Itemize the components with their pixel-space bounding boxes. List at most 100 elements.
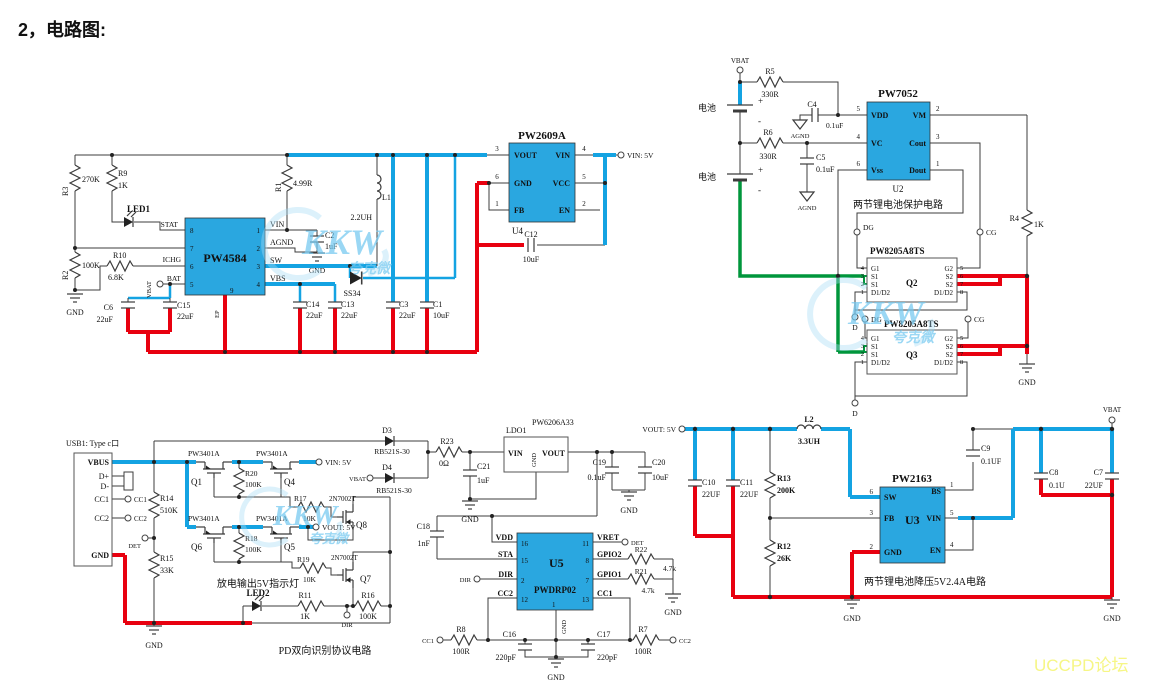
resistor-r22: R22 4.7k — [627, 545, 676, 573]
svg-text:GND: GND — [843, 614, 861, 623]
svg-text:6: 6 — [190, 263, 194, 271]
svg-text:PW3401A: PW3401A — [188, 514, 220, 523]
svg-text:100K: 100K — [245, 480, 262, 489]
svg-text:R6: R6 — [763, 128, 772, 137]
svg-text:6: 6 — [857, 160, 861, 168]
svg-text:16: 16 — [521, 540, 529, 548]
svg-text:DIR: DIR — [498, 570, 513, 579]
svg-text:1: 1 — [552, 601, 556, 609]
svg-text:CC1: CC1 — [422, 638, 434, 645]
resistor-r5: R5 330R — [756, 67, 784, 99]
svg-text:PW2609A: PW2609A — [518, 130, 566, 142]
svg-text:-: - — [758, 185, 761, 195]
gnd-symbol: GND — [66, 293, 84, 317]
gnd-symbol: GND — [547, 658, 565, 682]
svg-text:PW6206A33: PW6206A33 — [532, 418, 574, 427]
svg-text:VBAT: VBAT — [146, 281, 153, 298]
svg-text:EP: EP — [214, 310, 221, 318]
svg-text:C8: C8 — [1049, 468, 1058, 477]
svg-text:2N7002T: 2N7002T — [331, 554, 359, 562]
svg-text:BAT: BAT — [167, 274, 182, 283]
svg-text:VIN: 5V: VIN: 5V — [325, 458, 352, 467]
resistor-r20: R20 100K — [233, 467, 262, 495]
svg-text:CG: CG — [974, 315, 985, 324]
svg-text:R20: R20 — [245, 469, 258, 478]
svg-text:3: 3 — [495, 145, 499, 153]
svg-text:FB: FB — [514, 206, 525, 215]
svg-text:Cout: Cout — [909, 139, 926, 148]
svg-text:R17: R17 — [294, 494, 307, 503]
svg-text:GND: GND — [664, 608, 682, 617]
caption-led5v: 放电输出5V指示灯 — [217, 577, 299, 590]
svg-text:C7: C7 — [1094, 468, 1103, 477]
svg-text:GND: GND — [66, 308, 84, 317]
svg-text:S1: S1 — [871, 281, 879, 289]
svg-text:S2: S2 — [946, 343, 954, 351]
svg-text:BS: BS — [931, 487, 941, 496]
svg-text:100K: 100K — [245, 545, 262, 554]
svg-text:VCC: VCC — [553, 179, 571, 188]
svg-text:8: 8 — [586, 557, 590, 565]
resistor-r2: R2 100K — [61, 251, 100, 280]
resistor-r9: R9 1K — [106, 164, 128, 192]
b4-wiring — [685, 423, 1115, 600]
svg-text:R15: R15 — [160, 554, 173, 563]
terminal-vbat: VBAT — [731, 57, 750, 74]
svg-text:Q3: Q3 — [906, 350, 918, 360]
terminal-dir: DIR — [341, 611, 353, 629]
svg-text:3: 3 — [936, 133, 940, 141]
svg-text:+: + — [758, 96, 763, 106]
svg-text:L2: L2 — [804, 415, 813, 424]
svg-text:C9: C9 — [981, 444, 990, 453]
svg-text:-: - — [758, 116, 761, 126]
svg-text:LED1: LED1 — [127, 204, 151, 214]
svg-text:G2: G2 — [944, 265, 953, 273]
battery-cell-1: 电池 + - — [698, 96, 763, 126]
terminal-vout5v: VOUT: 5V — [312, 523, 356, 532]
transistor-q7: 2N7002T Q7 — [331, 554, 371, 589]
agnd-symbol: AGND — [798, 191, 817, 212]
svg-text:SW: SW — [270, 256, 282, 265]
svg-text:Vss: Vss — [871, 166, 883, 175]
svg-text:DIR: DIR — [460, 577, 472, 584]
ic-pw2609a: PW2609A U4 3 6 1 4 5 2 VOUT GND FB VIN V… — [495, 130, 586, 236]
svg-text:PW8205A8TS: PW8205A8TS — [884, 319, 939, 329]
diode-d4: D4 RB521S-30 — [376, 463, 412, 495]
svg-text:KKW: KKW — [847, 295, 926, 332]
svg-text:15: 15 — [521, 557, 529, 565]
svg-text:VBUS: VBUS — [88, 458, 110, 467]
svg-text:4.7k: 4.7k — [663, 564, 676, 573]
svg-text:9: 9 — [230, 287, 234, 295]
resistor-r10: R10 6.8K — [106, 251, 134, 282]
svg-text:R12: R12 — [777, 542, 791, 551]
svg-text:5: 5 — [190, 281, 194, 289]
svg-text:R4: R4 — [1010, 214, 1019, 223]
svg-text:Q1: Q1 — [191, 477, 202, 487]
svg-text:1: 1 — [936, 160, 940, 168]
ic-pw7052: PW7052 U2 5 4 6 2 3 1 VDD VC Vss VM Cout… — [857, 88, 941, 194]
terminal-det: DET — [128, 534, 149, 550]
terminal-cg: CG — [976, 228, 997, 237]
gnd-symbol: GND — [843, 599, 861, 623]
svg-text:R22: R22 — [635, 545, 648, 554]
svg-text:KKW: KKW — [272, 500, 340, 532]
svg-text:STA: STA — [498, 550, 513, 559]
svg-text:3: 3 — [861, 273, 864, 280]
svg-text:22uF: 22uF — [341, 311, 358, 320]
svg-text:C6: C6 — [104, 303, 113, 312]
inductor-l1: L1 2.2UH — [350, 174, 391, 222]
svg-text:11: 11 — [582, 540, 589, 548]
svg-text:22uF: 22uF — [97, 315, 114, 324]
svg-text:RB521S-30: RB521S-30 — [374, 447, 410, 456]
svg-text:U3: U3 — [905, 513, 920, 527]
svg-text:2: 2 — [582, 200, 586, 208]
svg-text:PW7052: PW7052 — [878, 88, 918, 100]
svg-text:GND: GND — [145, 641, 163, 650]
